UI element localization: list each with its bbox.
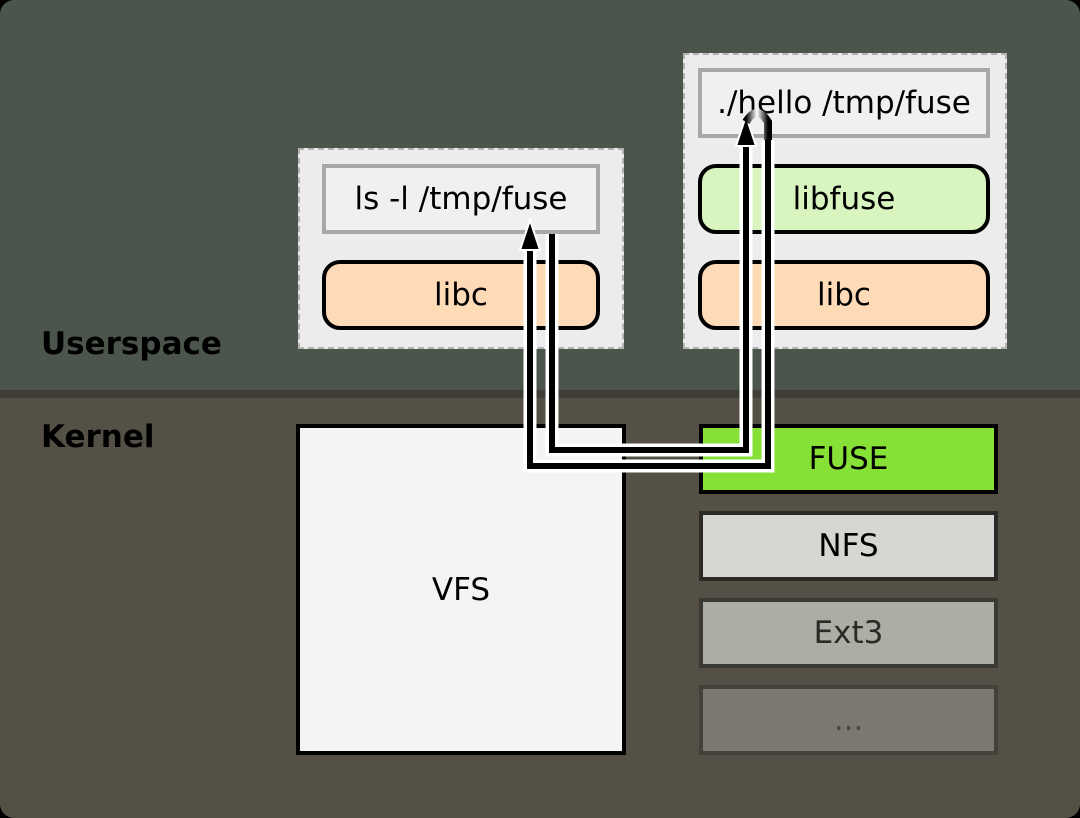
vfs-box: VFS [296,424,626,755]
ls-command: ls -l /tmp/fuse [322,164,600,234]
kernel-label: Kernel [41,419,155,455]
fuse-fs-box: FUSE [699,424,998,494]
userspace-label: Userspace [41,326,222,362]
more-fs-box: ... [699,685,998,755]
hello-libfuse: libfuse [698,164,990,234]
nfs-fs-box: NFS [699,511,998,581]
hello-command: ./hello /tmp/fuse [698,68,990,138]
userspace-kernel-divider [0,390,1080,398]
ls-libc: libc [322,260,600,330]
hello-libc: libc [698,260,990,330]
ext3-fs-box: Ext3 [699,598,998,668]
